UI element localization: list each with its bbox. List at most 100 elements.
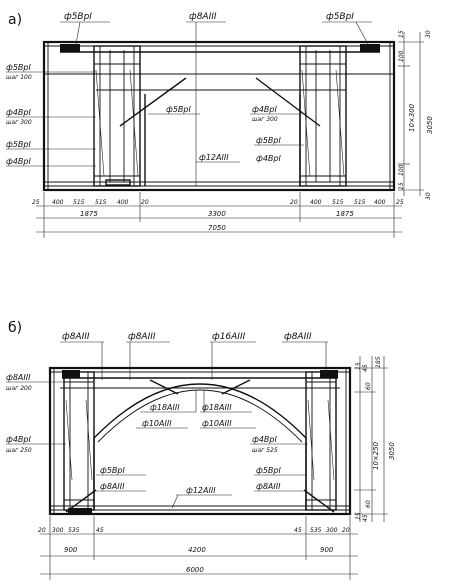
corner-block [62, 370, 80, 378]
dim-label: 45 [294, 527, 302, 534]
dim-label: 20 [290, 199, 298, 206]
figure-b-right-column [303, 371, 337, 513]
dim-label: 30 [425, 30, 432, 38]
figure-b-bottom-center-label: ф12АIII [186, 486, 216, 495]
dim-label: 300 [326, 527, 338, 534]
corner-block [320, 370, 338, 378]
dim-label: 100 [398, 164, 405, 176]
dim-label: 535 [310, 527, 322, 534]
figure-a-right-dims: 15 30 100 10×300 3050 100 15 30 [398, 30, 434, 200]
figure-b-top-label-2: ф8АIII [128, 332, 156, 342]
figure-a-right-label-step: шаг 300 [252, 116, 278, 123]
dim-label: 3300 [208, 210, 226, 218]
dim-label: 25 [396, 199, 404, 206]
dim-label: 900 [320, 546, 334, 554]
figure-a-bottom-center-label: ф12АIII [199, 153, 229, 162]
dim-label: 100 [398, 50, 405, 62]
figure-a-frame [42, 40, 396, 192]
figure-a-left-label-1-step: шаг 100 [6, 74, 32, 81]
figure-b-left-label-2-step: шаг 250 [6, 447, 32, 454]
figure-b-low-label-r2: ф8АIII [256, 482, 281, 491]
dim-label: 300 [52, 527, 64, 534]
figure-a-left-label-4: ф4ВрI [6, 157, 31, 166]
figure-a-left-label-3: ф5ВрI [6, 140, 31, 149]
dim-label: 60 [365, 500, 372, 508]
figure-b-top-label-3: ф16АIII [212, 332, 246, 342]
figure-b-mark: б) [8, 320, 22, 336]
figure-b-top-label-1: ф8АIII [62, 332, 90, 342]
dim-label: 10×300 [408, 103, 416, 132]
dim-label: 535 [68, 527, 80, 534]
figure-a-left-label-2: ф4ВрI [6, 108, 31, 117]
figure-b-arch-inner [97, 389, 303, 443]
figure-b-bottom-dims: 20 300 535 45 45 535 300 20 900 4200 900… [38, 516, 358, 580]
figure-b-right-label-step: шаг 525 [252, 447, 278, 454]
figure-b-left-label-1: ф8АIII [6, 373, 31, 382]
figure-b-low-label-r1: ф5ВрI [256, 466, 281, 475]
dim-total: 6000 [186, 566, 204, 574]
figure-b-left-label-1-step: шаг 200 [6, 385, 32, 392]
dim-label: 60 [365, 382, 372, 390]
figure-b-low-label-l2: ф8АIII [100, 482, 125, 491]
dim-label: 45 [96, 527, 104, 534]
dim-label: 1875 [80, 210, 98, 218]
dim-label: 3050 [388, 442, 396, 460]
dim-total: 7050 [208, 224, 226, 232]
figure-b-arch-label-l1: ф18АIII [150, 403, 180, 412]
dim-label: 3050 [426, 116, 434, 134]
figure-a-right-label: ф4ВрI [252, 105, 277, 114]
figure-b-arch-label-l2: ф10АIII [142, 419, 172, 428]
dim-label: 15 [398, 30, 405, 38]
dim-label: 25 [32, 199, 40, 206]
figure-b-arch-label-r2: ф10АIII [202, 419, 232, 428]
figure-b-left-column [63, 371, 97, 513]
dim-label: 15 [355, 512, 362, 520]
figure-a-top-label-2: ф8АIII [189, 12, 217, 22]
dim-label: 1875 [336, 210, 354, 218]
figure-b-arch-label-r1: ф18АIII [202, 403, 232, 412]
dim-label: 515 [332, 199, 344, 206]
figure-b: б) [6, 320, 396, 580]
figure-a-right-low-label-2: ф4ВрI [256, 154, 281, 163]
dim-label: 515 [354, 199, 366, 206]
dim-label: 20 [141, 199, 149, 206]
dim-label: 45 [362, 364, 369, 372]
dim-label: 400 [310, 199, 322, 206]
figure-b-frame [48, 366, 352, 516]
dim-label: 400 [117, 199, 129, 206]
figure-a-bottom-dims: 25 400 515 515 400 20 20 400 515 515 400… [32, 192, 404, 238]
figure-a-right-low-label-1: ф5ВрI [256, 136, 281, 145]
figure-b-right-label: ф4ВрI [252, 435, 277, 444]
figure-a-left-label-1: ф5ВрI [6, 63, 31, 72]
figure-a-left-label-2-step: шаг 300 [6, 119, 32, 126]
dim-label: 15 [398, 182, 405, 190]
dim-label: 515 [73, 199, 85, 206]
corner-block [360, 44, 380, 52]
dim-label: 20 [342, 527, 350, 534]
figure-b-low-label-l1: ф5ВрI [100, 466, 125, 475]
figure-a-top-label-1: ф5ВрI [64, 12, 92, 22]
dim-label: 20 [38, 527, 46, 534]
figure-b-arch-outer [93, 383, 307, 439]
dim-label: 185 [375, 356, 382, 368]
figure-a: а) [6, 12, 434, 238]
figure-a-top-label-3: ф5ВрI [326, 12, 354, 22]
figure-a-mark: а) [8, 12, 22, 28]
dim-label: 400 [374, 199, 386, 206]
dim-label: 10×250 [372, 441, 380, 470]
figure-a-left-column [93, 45, 141, 187]
figure-b-right-dims: 15 45 185 60 10×250 3050 60 15 45 [354, 356, 396, 522]
dim-label: 515 [95, 199, 107, 206]
dim-label: 400 [52, 199, 64, 206]
figure-a-center-label: ф5ВрI [166, 105, 191, 114]
dim-label: 4200 [188, 546, 206, 554]
figure-a-incline-right [255, 77, 321, 127]
dim-label: 30 [425, 192, 432, 200]
dim-label: 45 [362, 514, 369, 522]
corner-block [60, 44, 80, 52]
dim-label: 15 [355, 362, 362, 370]
figure-a-incline-left [119, 77, 187, 127]
figure-b-top-label-4: ф8АIII [284, 332, 312, 342]
dim-label: 900 [64, 546, 78, 554]
